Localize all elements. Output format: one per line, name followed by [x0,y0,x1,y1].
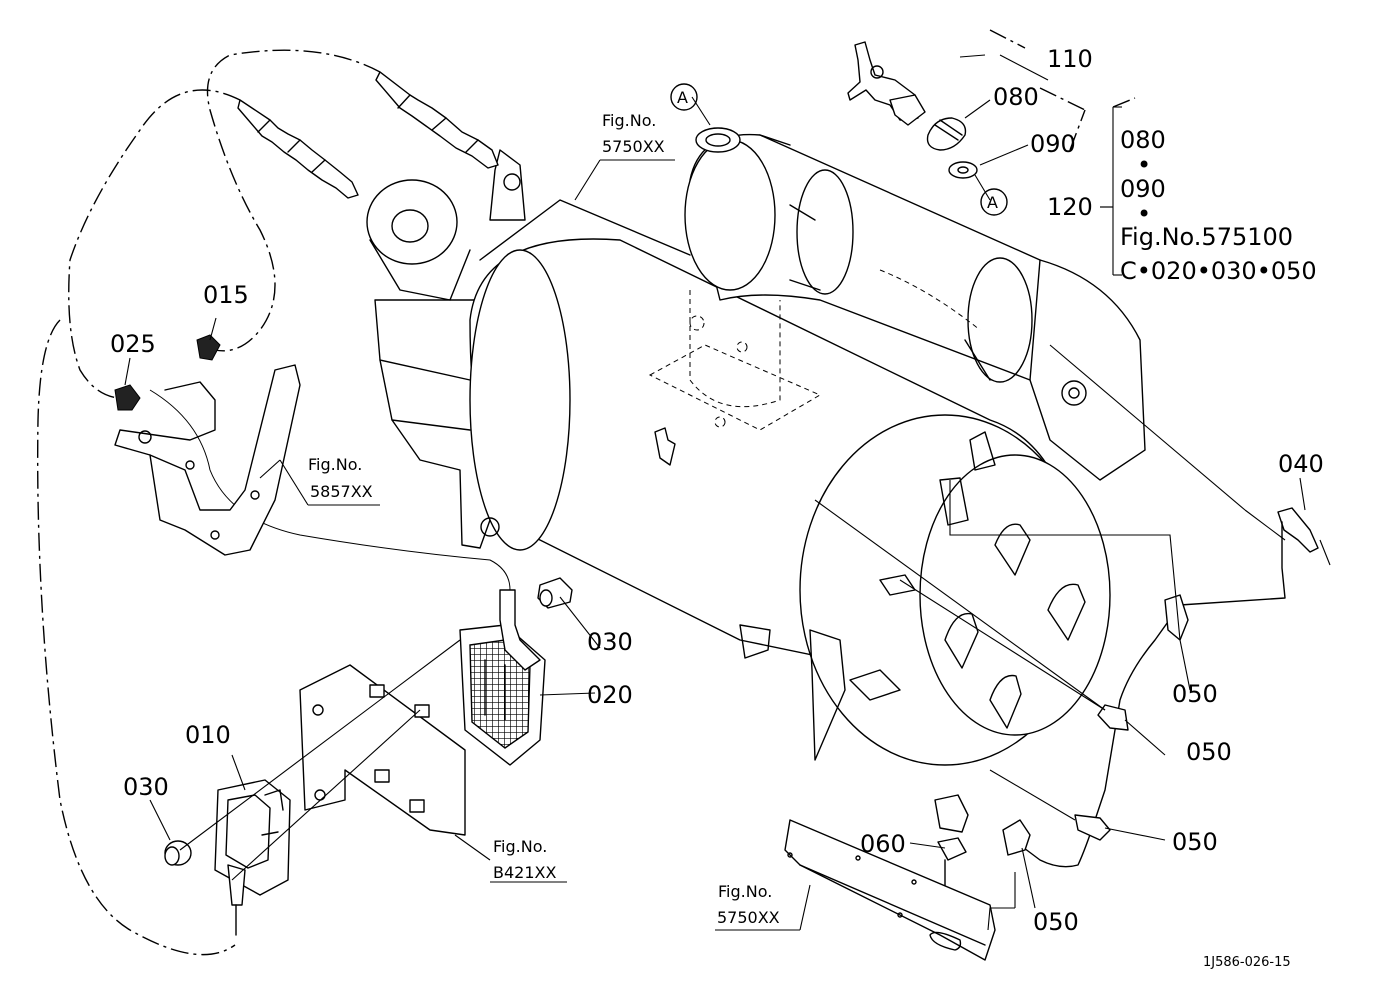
label-080: 080 [993,83,1039,111]
part-labels: 110 080 090 120 015 025 040 030 020 010 … [110,45,1324,936]
clip-050-d [1002,819,1031,856]
exhaust-temperature-sensors [237,71,499,199]
label-015: 015 [203,281,249,309]
connector-060 [934,794,969,909]
plug-030-upper [537,577,573,609]
label-030-lower: 030 [123,773,169,801]
group-120-dot2: • [1137,200,1151,228]
control-unit-020 [459,589,546,766]
bracket-5750xx-bottom [784,819,996,961]
control-unit-010 [214,779,291,936]
fitting-assembly-110 [847,41,926,126]
leader-lines [124,29,1331,931]
label-050-b: 050 [1186,738,1232,766]
drawing-code: 1J586-026-15 [1203,955,1291,970]
fig-ref-5857xx-number: 5857XX [310,482,373,501]
gasket-090 [948,161,978,179]
ref-a-right: A [987,193,998,212]
fig-ref-5750xx-bottom-label: Fig.No. [718,882,772,901]
wiring-harness [36,49,511,956]
ref-a-top: A [677,88,688,107]
fig-ref-5857xx-label: Fig.No. [308,455,362,474]
fig-ref-5750xx-top-label: Fig.No. [602,111,656,130]
figure-references: A A Fig.No. 5750XX Fig.No. 5857XX Fig.No… [308,88,998,927]
group-120-line4: C•020•030•050 [1120,257,1317,285]
label-010: 010 [185,721,231,749]
label-050-a: 050 [1172,680,1218,708]
clip-050-c [1074,814,1111,841]
group-120-dot1: • [1137,151,1151,179]
fig-ref-b421xx-number: B421XX [493,863,556,882]
label-030-upper: 030 [587,628,633,656]
ref-a-right-circle [980,188,1008,216]
label-060: 060 [860,830,906,858]
group-120-line2: 090 [1120,175,1166,203]
group-120-line1: 080 [1120,126,1166,154]
label-050-d: 050 [1033,908,1079,936]
muffler-assembly [366,133,1146,766]
clip-050-b [1097,704,1129,731]
hose-clamp-080 [926,117,967,151]
fig-ref-5750xx-bottom-number: 5750XX [717,908,780,927]
group-120-line3: Fig.No.575100 [1120,223,1293,251]
label-120: 120 [1047,193,1093,221]
ref-a-top-circle [670,83,698,111]
clip-050-a [1164,594,1189,641]
gasket-a-top [695,127,741,153]
label-020: 020 [587,681,633,709]
fig-ref-b421xx-label: Fig.No. [493,837,547,856]
label-050-c: 050 [1172,828,1218,856]
label-025: 025 [110,330,156,358]
label-040: 040 [1278,450,1324,478]
bracket-5857xx [114,364,301,556]
group-120-contents: 080 • 090 • Fig.No.575100 C•020•030•050 [1120,126,1317,285]
label-090: 090 [1030,130,1076,158]
clip-025 [114,384,141,411]
mounting-plate-b421xx [299,664,466,836]
clip-015 [196,334,221,361]
fig-ref-5750xx-top-number: 5750XX [602,137,665,156]
label-110: 110 [1047,45,1093,73]
